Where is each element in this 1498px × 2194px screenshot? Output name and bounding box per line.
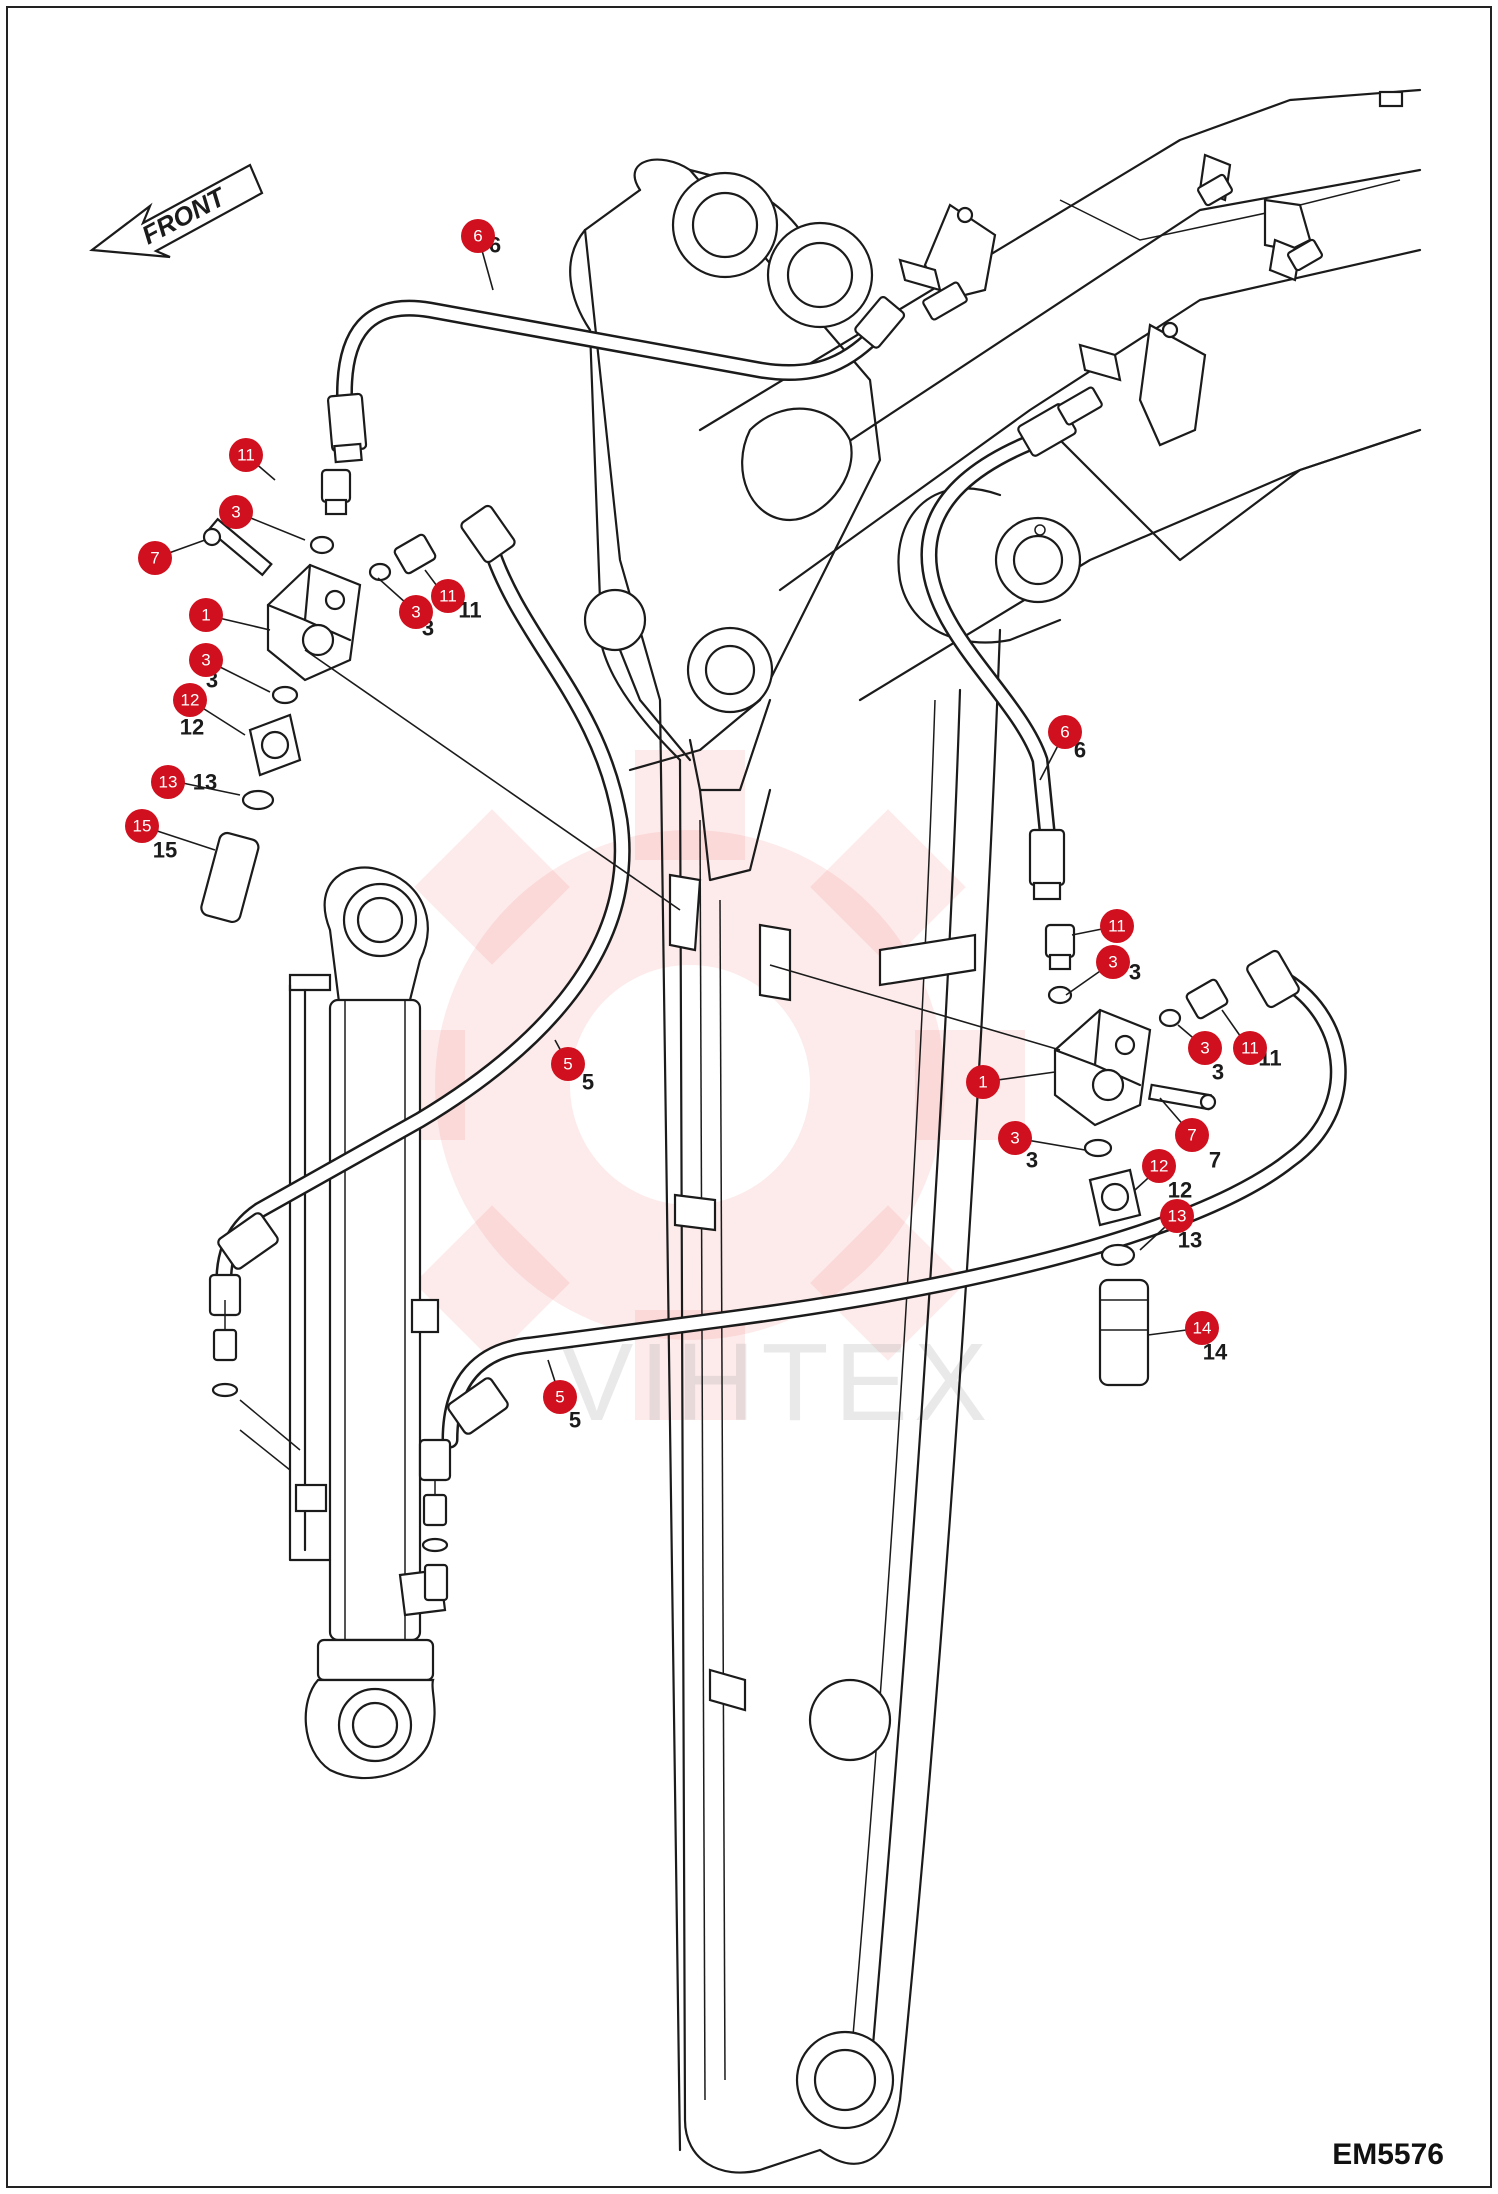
left-valve-block-assembly: [200, 468, 681, 924]
callout-marker[interactable]: 3: [998, 1121, 1032, 1155]
printed-number: 5: [569, 1408, 581, 1433]
svg-text:3: 3: [1010, 1129, 1019, 1148]
callout-marker[interactable]: 1: [966, 1065, 1000, 1099]
svg-text:3: 3: [1200, 1039, 1209, 1058]
svg-text:3: 3: [201, 651, 210, 670]
svg-text:14: 14: [1193, 1319, 1212, 1338]
drawing-code: EM5576: [1332, 2138, 1444, 2171]
svg-text:15: 15: [133, 817, 152, 836]
sheet-border: [6, 6, 1492, 2188]
svg-text:13: 13: [159, 773, 178, 792]
callout-marker[interactable]: 6: [461, 219, 495, 253]
printed-number: 12: [1168, 1178, 1192, 1203]
printed-number: 5: [582, 1070, 594, 1095]
callout-marker[interactable]: 5: [551, 1047, 585, 1081]
callout-marker[interactable]: 12: [173, 683, 207, 717]
callout-marker[interactable]: 6: [1048, 715, 1082, 749]
callout-marker[interactable]: 7: [138, 541, 172, 575]
callout-marker[interactable]: 14: [1185, 1311, 1219, 1345]
callout-marker[interactable]: 13: [1160, 1199, 1194, 1233]
svg-text:5: 5: [563, 1055, 572, 1074]
callout-marker[interactable]: 3: [219, 495, 253, 529]
callout-marker[interactable]: 7: [1175, 1118, 1209, 1152]
hydraulic-cylinder: [239, 866, 447, 1780]
callout-marker[interactable]: 3: [399, 595, 433, 629]
callout-marker[interactable]: 15: [125, 809, 159, 843]
front-direction-arrow: FRONT: [89, 163, 264, 259]
callout-marker[interactable]: 12: [1142, 1149, 1176, 1183]
printed-number: 15: [153, 838, 177, 863]
svg-text:13: 13: [1168, 1207, 1187, 1226]
boom-pivot-knuckle: [897, 487, 1082, 644]
watermark-logo: VIHTEX: [355, 750, 1025, 1444]
svg-text:11: 11: [1241, 1039, 1259, 1058]
callout-markers: 6 11 3 7 1 3 11 3 12 13 15 5 6 11 3 3 11…: [125, 219, 1267, 1414]
printed-number: 3: [1026, 1148, 1038, 1173]
svg-text:7: 7: [150, 549, 159, 568]
callout-marker[interactable]: 3: [1188, 1031, 1222, 1065]
callout-marker[interactable]: 11: [1100, 909, 1134, 943]
callout-marker[interactable]: 11: [431, 579, 465, 613]
svg-text:12: 12: [1150, 1157, 1169, 1176]
printed-number: 11: [458, 598, 481, 623]
callout-marker[interactable]: 3: [189, 643, 223, 677]
callout-marker[interactable]: 11: [229, 438, 263, 472]
callout-marker[interactable]: 5: [543, 1380, 577, 1414]
svg-text:5: 5: [555, 1388, 564, 1407]
printed-number: 12: [180, 715, 204, 740]
svg-text:11: 11: [237, 446, 255, 465]
callout-marker[interactable]: 1: [189, 598, 223, 632]
watermark-text: VIHTEX: [560, 1321, 993, 1444]
svg-text:3: 3: [231, 503, 240, 522]
svg-text:11: 11: [439, 587, 457, 606]
svg-text:1: 1: [201, 606, 210, 625]
hose-fittings: [208, 173, 1323, 1602]
right-valve-block-assembly: [769, 923, 1229, 1387]
svg-text:1: 1: [978, 1073, 987, 1092]
printed-number: 3: [1212, 1060, 1224, 1085]
callout-marker[interactable]: 11: [1233, 1031, 1267, 1065]
svg-text:11: 11: [1108, 917, 1126, 936]
hose-lower-5: [441, 971, 1347, 1449]
svg-text:3: 3: [1108, 953, 1117, 972]
hose-right-6: [920, 426, 1059, 869]
printed-number: 3: [1129, 960, 1141, 985]
svg-text:6: 6: [473, 227, 482, 246]
callout-marker[interactable]: 13: [151, 765, 185, 799]
svg-text:7: 7: [1187, 1126, 1196, 1145]
printed-number: 7: [1209, 1148, 1221, 1173]
printed-number: 13: [193, 770, 217, 795]
upper-boom-arm: [698, 88, 1422, 702]
svg-text:12: 12: [181, 691, 200, 710]
svg-text:6: 6: [1060, 723, 1069, 742]
arm-body: [569, 158, 1002, 2174]
hose-upper-left-6: [335, 299, 889, 419]
callout-marker[interactable]: 3: [1096, 945, 1130, 979]
svg-text:3: 3: [411, 603, 420, 622]
